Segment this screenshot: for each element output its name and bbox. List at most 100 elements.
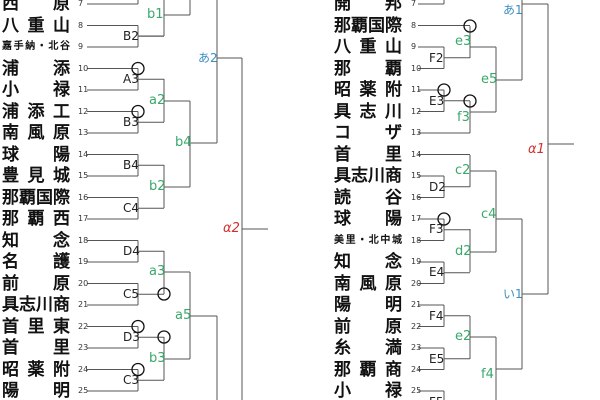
- winner-circle-mark: [437, 212, 451, 226]
- match-label-e3: E3: [429, 94, 445, 108]
- match-label-f4: f4: [481, 367, 494, 382]
- seed-number: 7: [411, 0, 417, 8]
- team-name: 陽明: [2, 381, 70, 400]
- match-label-b3: b3: [149, 351, 166, 366]
- seed-number: 24: [78, 364, 89, 374]
- team-name: 美里・北中城: [334, 234, 402, 246]
- team-name: 知念: [334, 252, 402, 272]
- winner-circle-mark: [131, 362, 145, 377]
- match-label-c3: C3: [123, 373, 140, 387]
- team-name: 具志川商: [334, 166, 402, 186]
- seed-number: 16: [411, 192, 422, 202]
- team-name: 球陽: [2, 144, 70, 165]
- seed-number: 25: [411, 386, 422, 395]
- winner-circle-mark: [131, 61, 145, 76]
- team-name: 那覇: [334, 58, 402, 79]
- team-name: 嘉手納・北谷: [2, 41, 70, 52]
- seed-number: 19: [78, 257, 89, 266]
- winner-circle-mark: [463, 19, 477, 33]
- seed-number: 19: [411, 257, 422, 266]
- seed-number: 8: [411, 20, 417, 30]
- team-name: 浦添: [2, 58, 70, 79]
- seed-number: 22: [78, 321, 89, 331]
- winner-circle-mark: [463, 94, 477, 108]
- seed-number: 20: [411, 278, 422, 288]
- seed-number: 23: [411, 343, 422, 352]
- team-name: 那覇国際: [2, 187, 70, 208]
- team-name: 南風原: [334, 273, 402, 294]
- match-label-a_2: あ2: [198, 51, 218, 65]
- team-name: 前原: [334, 316, 402, 337]
- team-name: コザ: [334, 123, 402, 143]
- team-name: 南風原: [2, 123, 70, 143]
- team-name: 首里: [334, 144, 402, 165]
- match-label-e3: e3: [455, 34, 472, 49]
- seed-number: 21: [411, 300, 422, 309]
- match-label-alpha1: α1: [528, 142, 545, 157]
- team-name: 昭薬附: [2, 359, 70, 380]
- match-label-a3: a3: [149, 264, 166, 279]
- seed-number: 9: [411, 42, 417, 51]
- match-label-c2: c2: [455, 163, 471, 178]
- team-name: 具志川: [334, 101, 402, 122]
- match-label-d3: D3: [123, 330, 140, 344]
- match-label-b3: B3: [123, 115, 139, 129]
- seed-number: 17: [411, 214, 422, 223]
- team-name: 前原: [2, 273, 70, 294]
- seed-number: 25: [78, 386, 89, 395]
- seed-number: 7: [78, 0, 84, 8]
- seed-number: 11: [78, 85, 89, 94]
- match-label-c4: c4: [481, 207, 497, 222]
- seed-number: 10: [411, 63, 422, 73]
- team-name: 陽明: [334, 295, 402, 315]
- match-label-f2: F2: [429, 51, 444, 65]
- team-name: 首里: [2, 338, 70, 358]
- seed-number: 14: [411, 149, 422, 159]
- team-name: 豊見城: [2, 166, 70, 186]
- match-label-a5: a5: [175, 308, 192, 323]
- team-name: 首里東: [2, 316, 70, 337]
- team-name: 八重山: [2, 15, 70, 36]
- match-label-b2: b2: [149, 179, 166, 194]
- team-name: 知念: [2, 230, 70, 251]
- team-name: 那覇商: [334, 359, 402, 380]
- match-label-b2: B2: [123, 29, 139, 43]
- team-name: 具志川商: [2, 295, 70, 315]
- winner-circle-mark: [157, 287, 171, 301]
- winner-circle-mark: [437, 83, 451, 97]
- seed-number: 9: [78, 42, 84, 51]
- seed-number: 12: [78, 106, 89, 116]
- match-label-a3: A3: [123, 72, 139, 86]
- seed-number: 11: [411, 85, 422, 94]
- match-label-a_1: あ1: [503, 3, 523, 17]
- match-label-c5: C5: [123, 287, 140, 301]
- seed-number: 15: [411, 171, 422, 180]
- seed-number: 24: [411, 364, 422, 374]
- team-name: 名護: [2, 252, 70, 272]
- winner-circle-mark: [131, 104, 145, 119]
- seed-number: 10: [78, 63, 89, 73]
- match-label-e5: E5: [429, 352, 445, 366]
- match-label-b1: b1: [147, 7, 164, 22]
- match-label-d2: d2: [455, 244, 472, 259]
- seed-number: 22: [411, 321, 422, 331]
- match-label-d2: D2: [429, 180, 446, 194]
- seed-number: 20: [78, 278, 89, 288]
- match-label-f4: F4: [429, 309, 444, 323]
- match-label-e4: E4: [429, 265, 445, 279]
- team-name: 小禄: [2, 80, 70, 100]
- match-label-b4: b4: [175, 135, 192, 150]
- match-label-f3: F3: [429, 222, 444, 236]
- team-name: 読谷: [334, 187, 402, 208]
- match-label-f3: f3: [457, 110, 470, 125]
- winner-circle-mark: [157, 330, 171, 344]
- team-name: 八重山: [334, 37, 402, 57]
- match-label-f5: F5: [429, 395, 444, 400]
- seed-number: 16: [78, 192, 89, 202]
- team-name: 糸満: [334, 338, 402, 358]
- seed-number: 17: [78, 214, 89, 223]
- team-name: 昭薬附: [334, 80, 402, 100]
- team-name: 開邦: [334, 0, 402, 14]
- team-name: 小禄: [334, 381, 402, 400]
